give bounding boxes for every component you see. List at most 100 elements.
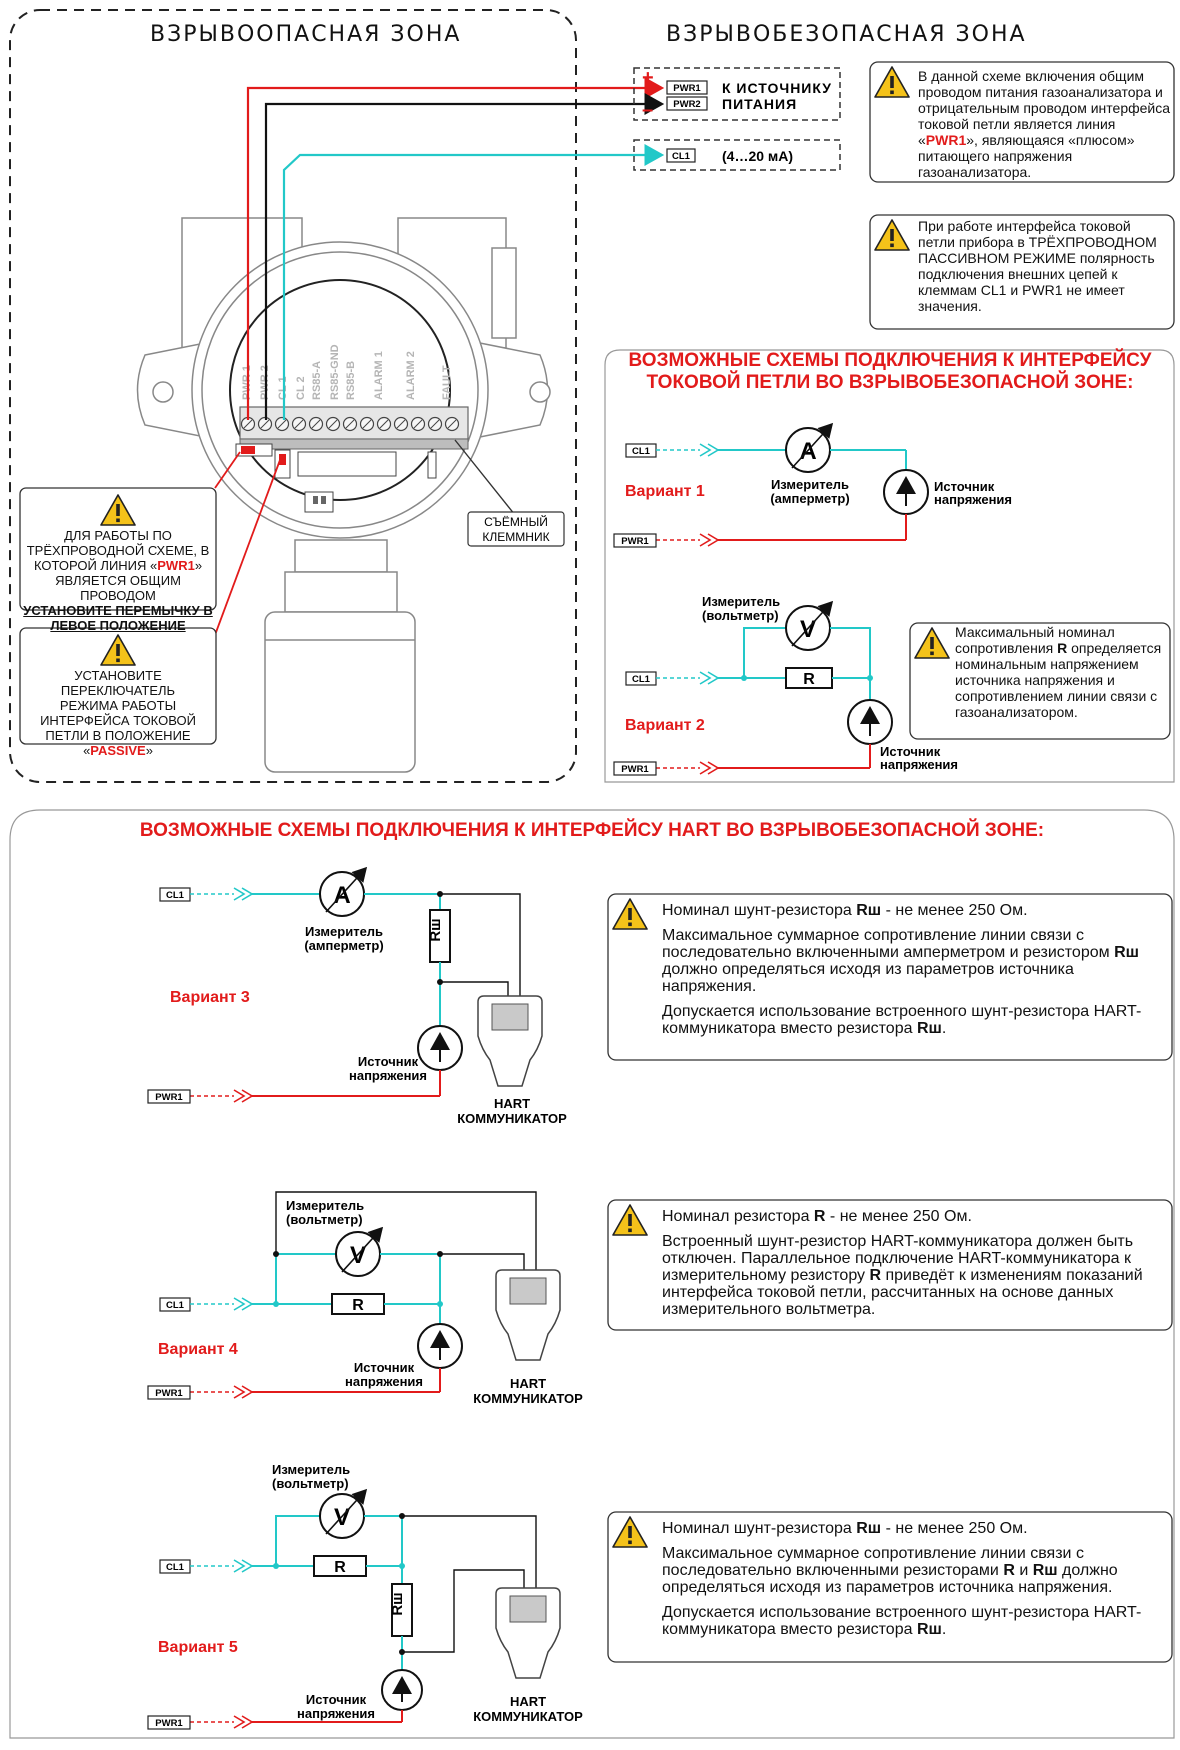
hart-section-title: ВОЗМОЖНЫЕ СХЕМЫ ПОДКЛЮЧЕНИЯ К ИНТЕРФЕЙСУ… — [139, 820, 1045, 841]
note-polarity-box — [869, 214, 1175, 330]
cl1-tag: CL1 — [672, 151, 691, 162]
pwr2-tag: PWR2 — [673, 99, 700, 110]
hart-communicator-icon — [495, 1587, 561, 1679]
svg-text:Источник: Источник — [354, 1360, 415, 1375]
variant-1-label: Вариант 1 — [625, 483, 705, 500]
removable-terminal-label-2: КЛЕММНИК — [482, 530, 549, 544]
svg-text:R: R — [334, 1559, 346, 1576]
svg-text:PWR1: PWR1 — [155, 1388, 183, 1399]
note-v5-text: Номинал шунт-резистора Rш - не менее 250… — [662, 1520, 1142, 1638]
switch-warning-box — [19, 627, 217, 745]
terminal-label: ALARM 1 — [373, 351, 385, 400]
svg-text:Rш: Rш — [427, 918, 444, 941]
note-v2-text: Максимальный номинал сопротивления R опр… — [955, 624, 1162, 720]
power-source-label-2: ПИТАНИЯ — [722, 96, 797, 112]
terminal-label: FAULT — [441, 365, 453, 400]
svg-text:CL1: CL1 — [166, 890, 185, 901]
variant-2-circuit: Измеритель (вольтметр) CL1 V R PWR1 Исто… — [613, 594, 1171, 776]
svg-text:(вольтметр): (вольтметр) — [286, 1212, 363, 1227]
note-v2-box — [909, 622, 1171, 740]
svg-text:Измеритель: Измеритель — [771, 477, 849, 492]
note-v4-box — [607, 1199, 1173, 1331]
svg-text:напряжения: напряжения — [345, 1374, 423, 1389]
svg-text:CL1: CL1 — [166, 1300, 185, 1311]
switch-leader — [214, 459, 281, 636]
variant-3-label: Вариант 3 — [170, 989, 250, 1006]
svg-text:Измеритель: Измеритель — [286, 1198, 364, 1213]
current-range-label: (4…20 мА) — [722, 148, 793, 164]
loop-section-frame — [604, 349, 1175, 783]
hart-communicator-icon — [477, 995, 543, 1087]
svg-text:Rш: Rш — [389, 1592, 406, 1615]
variant-1-circuit: CL1 A PWR1 Измеритель (амперметр) Источн… — [613, 422, 1012, 548]
svg-text:R: R — [803, 671, 815, 688]
svg-text:Измеритель: Измеритель — [272, 1462, 350, 1477]
jumper-warning-box — [19, 487, 217, 611]
variant-5-circuit: Измеритель (вольтметр) CL1 V R Rш PWR1 И… — [147, 1462, 1173, 1730]
wire-pwr2 — [264, 93, 665, 420]
svg-text:HART: HART — [510, 1376, 546, 1391]
variant-2-label: Вариант 2 — [625, 717, 705, 734]
wire-cl1 — [282, 144, 665, 420]
power-output-box — [633, 67, 841, 121]
svg-text:CL1: CL1 — [632, 674, 651, 685]
variant-3-circuit: CL1 A Rш PWR1 Измеритель (амперметр) Ист… — [147, 866, 1173, 1126]
cl1-output-box — [633, 139, 841, 171]
power-source-label-1: К ИСТОЧНИКУ — [722, 80, 832, 96]
svg-text:(вольтметр): (вольтметр) — [272, 1476, 349, 1491]
svg-text:Источник: Источник — [880, 744, 941, 759]
terminal-label: RS85-B — [345, 361, 357, 400]
hart-section-frame — [9, 809, 1175, 1739]
terminal-label: CL 2 — [295, 376, 307, 400]
svg-text:PWR1: PWR1 — [621, 764, 649, 775]
note-v3-box — [607, 893, 1173, 1061]
safe-zone-title: ВЗРЫВОБЕЗОПАСНАЯ ЗОНА — [666, 22, 1027, 47]
svg-text:CL1: CL1 — [166, 1562, 185, 1573]
svg-text:КОММУНИКАТОР: КОММУНИКАТОР — [457, 1111, 567, 1126]
svg-text:Измеритель: Измеритель — [702, 594, 780, 609]
hart-communicator-icon — [495, 1269, 561, 1361]
hazard-zone-border — [9, 9, 577, 783]
note-common-wire-box — [869, 61, 1175, 183]
device-housing — [136, 217, 551, 773]
note-common-wire-text: В данной схеме включения общим проводом … — [918, 68, 1171, 180]
note-v4-text: Номинал резистора R - не менее 250 Ом. В… — [662, 1208, 1143, 1318]
svg-text:(амперметр): (амперметр) — [770, 491, 849, 506]
svg-text:напряжения: напряжения — [880, 757, 958, 772]
terminal-label: RS85-A — [311, 361, 323, 400]
svg-text:HART: HART — [510, 1694, 546, 1709]
plus-sign: + — [642, 67, 654, 89]
removable-terminal-box — [467, 511, 565, 547]
svg-text:R: R — [352, 1297, 364, 1314]
note-v3-text: Номинал шунт-резистора Rш - не менее 250… — [662, 902, 1142, 1037]
terminal-label: ALARM 2 — [405, 351, 417, 400]
terminal-label: RS85-GND — [329, 344, 341, 400]
variant-5-label: Вариант 5 — [158, 1639, 238, 1656]
wire-pwr1 — [246, 77, 665, 420]
note-v5-box — [607, 1511, 1173, 1663]
variant-4-label: Вариант 4 — [158, 1341, 238, 1358]
switch-warning-text: УСТАНОВИТЕ ПЕРЕКЛЮЧАТЕЛЬ РЕЖИМА РАБОТЫ И… — [40, 668, 196, 758]
svg-text:КОММУНИКАТОР: КОММУНИКАТОР — [473, 1391, 583, 1406]
svg-text:напряжения: напряжения — [297, 1706, 375, 1721]
note-polarity-text: При работе интерфейса токовой петли приб… — [918, 218, 1157, 314]
svg-text:PWR1: PWR1 — [621, 536, 649, 547]
jumper-leader — [214, 451, 241, 489]
variant-4-circuit: Измеритель (вольтметр) CL1 V R PWR1 Исто… — [147, 1191, 1173, 1406]
svg-text:CL1: CL1 — [632, 446, 651, 457]
minus-sign: – — [642, 99, 653, 121]
removable-terminal-label-1: СЪЁМНЫЙ — [484, 514, 548, 529]
svg-text:напряжения: напряжения — [934, 492, 1012, 507]
svg-text:(амперметр): (амперметр) — [304, 938, 383, 953]
svg-text:PWR1: PWR1 — [155, 1092, 183, 1103]
loop-section-title: ВОЗМОЖНЫЕ СХЕМЫ ПОДКЛЮЧЕНИЯ К ИНТЕРФЕЙСУ… — [628, 350, 1152, 393]
svg-text:Источник: Источник — [306, 1692, 367, 1707]
svg-text:КОММУНИКАТОР: КОММУНИКАТОР — [473, 1709, 583, 1724]
svg-text:HART: HART — [494, 1096, 530, 1111]
svg-text:напряжения: напряжения — [349, 1068, 427, 1083]
svg-text:Источник: Источник — [358, 1054, 419, 1069]
svg-text:Измеритель: Измеритель — [305, 924, 383, 939]
